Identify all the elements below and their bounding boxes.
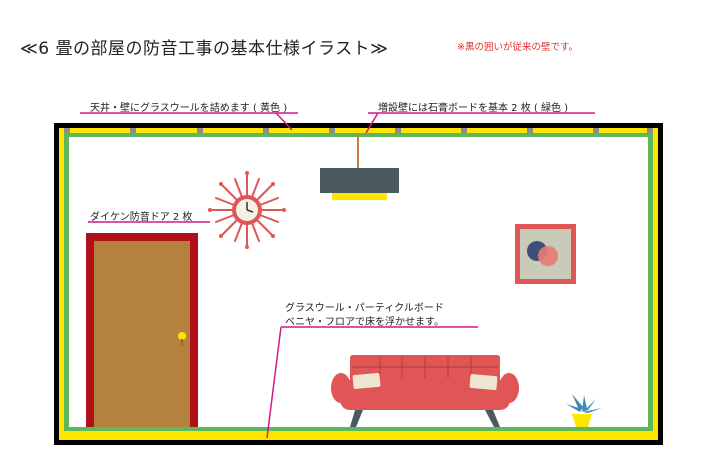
diagram-title: ≪6 畳の部屋の防音工事の基本仕様イラスト≫ <box>20 39 389 59</box>
abstract-art-icon <box>515 224 576 284</box>
pendant-lamp-icon <box>320 133 399 200</box>
legend-note: ※黒の囲いが従来の壁です。 <box>457 42 579 53</box>
insulation-label: 天井・壁にグラスウールを詰めます ( 黄色 ) <box>90 103 288 114</box>
sunburst-clock-icon <box>208 171 286 249</box>
potted-plant-icon <box>566 394 602 427</box>
gypsum-board-label: 増設壁には石膏ボードを基本 2 枚 ( 緑色 ) <box>378 103 569 114</box>
floor-label-line-1: グラスウール・パーティクルボード <box>285 303 444 314</box>
leader-lines <box>80 112 595 439</box>
door-icon <box>86 233 198 427</box>
ceiling-joists <box>64 128 653 133</box>
floor-label-line-2: ベニヤ・フロアで床を浮かせます。 <box>285 317 444 328</box>
door-label: ダイケン防音ドア 2 枚 <box>90 212 193 223</box>
sofa-icon <box>331 355 519 427</box>
